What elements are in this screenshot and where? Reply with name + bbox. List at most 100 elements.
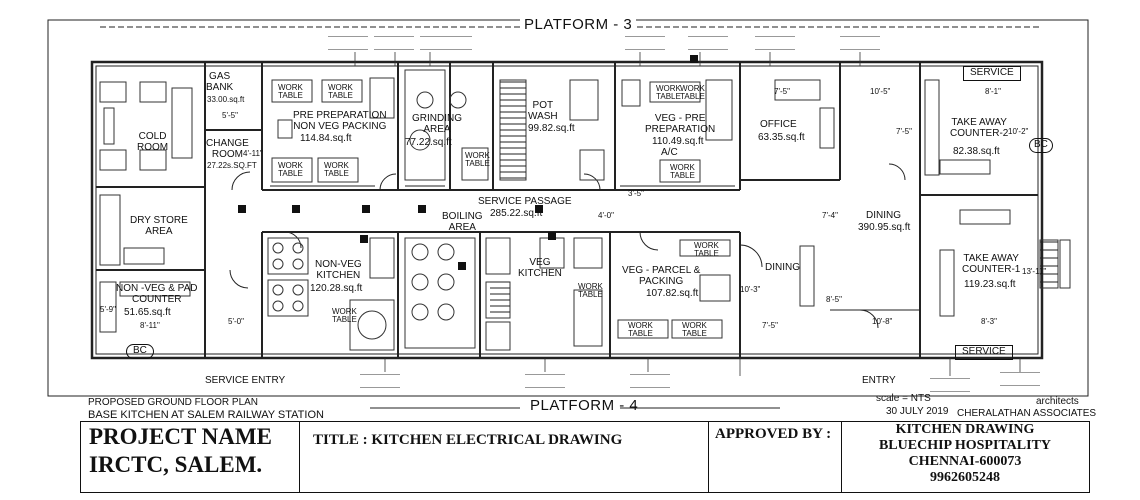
veg-pre-preparation-area: 110.49.sq.ft [652,136,704,147]
change-room-name: CHANGE ROOM [206,138,249,160]
office-name: OFFICE [760,119,797,130]
title-block: PROJECT NAME IRCTC, SALEM. TITLE : KITCH… [80,421,1090,493]
service-passage-area: 285.22.sq.ft [490,208,543,219]
note-block [360,374,400,388]
client-line-4: 9962605248 [930,470,1000,485]
work-table-label: WORK TABLE [278,83,303,101]
client-line-2: BLUECHIP HOSPITALITY [878,438,1052,453]
grinding-area-name: GRINDING AREA [412,113,462,135]
takeaway-counter-2-area: 82.38.sq.ft [953,146,1000,157]
takeaway-counter-2-name: TAKE AWAY COUNTER-2 [950,117,1009,139]
dimension-label: 7'-5" [762,321,778,330]
client-line-3: CHENNAI-600073 [908,454,1022,469]
dimension-label: 13'-11" [1022,267,1047,276]
gas-bank-name: GAS BANK [206,71,234,93]
note-block [755,36,795,50]
dining-main-name: DINING [866,210,901,221]
nonveg-kitchen-name: NON-VEG KITCHEN [315,259,362,281]
note-block [930,378,970,392]
firm-name: CHERALATHAN ASSOCIATES [957,408,1097,419]
veg-pre-preparation-name: VEG - PRE PREPARATION [645,113,716,135]
client-block: KITCHEN DRAWING BLUECHIP HOSPITALITY CHE… [841,422,1089,486]
dimension-label: 8'-11" [140,321,160,330]
work-table-label: WORK TABLE [694,241,719,259]
service-passage-name: SERVICE PASSAGE [478,196,572,207]
dimension-label: 3'-5" [628,189,644,198]
note-block [630,374,670,388]
dimension-label: 8'-1" [985,87,1001,96]
veg-kitchen-name: VEG KITCHEN [518,257,562,279]
dimension-label: 4'-0" [598,211,614,220]
title-block-divider [299,422,300,492]
pot-wash-area: 99.82.sq.ft [528,123,575,134]
dimension-label: 7'-5" [774,87,790,96]
note-block [688,36,728,50]
dimension-label: 5'-5" [222,111,238,120]
work-table-label: WORK TABLE [328,83,353,101]
platform-4-label: PLATFORM - 4 [530,397,639,414]
work-table-label: WORK TABLE [465,151,490,169]
work-table-label: WORK TABLE [332,307,357,325]
service-top-right: SERVICE [963,66,1021,81]
note-block [840,36,880,50]
dry-store-name: DRY STORE AREA [130,215,188,237]
takeaway-counter-1-area: 119.23.sq.ft [964,279,1016,290]
note-block [1000,372,1040,386]
project-name-label: PROJECT NAME [89,424,272,449]
work-table-label: WORK TABLE [656,84,681,102]
note-block [420,36,472,50]
architects-note: architects [1036,396,1079,407]
platform-3-label: PLATFORM - 3 [520,17,637,33]
client-line-1: KITCHEN DRAWING [895,422,1035,437]
dining-main-area: 390.95.sq.ft [858,222,911,233]
work-table-label: WORK TABLE [324,161,349,179]
boiling-area-name: BOILING AREA [442,211,483,233]
bc-left: BC [126,344,154,359]
work-table-label: WORK TABLE [682,321,707,339]
note-block [525,374,565,388]
dimension-label: 5'-9" [100,305,116,314]
veg-parcel-packing-name: VEG - PARCEL & PACKING [622,265,701,287]
dimension-label: 8'-3" [981,317,997,326]
veg-parcel-packing-area: 107.82.sq.ft [646,288,699,299]
project-name-value: IRCTC, SALEM. [89,452,263,477]
work-table-label: WORK TABLE [278,161,303,179]
note-block [328,36,368,50]
dimension-label: 4'-11" [243,149,263,158]
plan-name: BASE KITCHEN AT SALEM RAILWAY STATION [88,409,324,421]
work-table-label: WORK TABLE [680,84,705,102]
date-note: 30 JULY 2019 [886,406,949,417]
title-block-divider [708,422,709,492]
bc-right: BC [1029,138,1053,153]
dimension-label: 8'-5" [826,295,842,304]
work-table-label: WORK TABLE [670,163,695,181]
entry-right: ENTRY [862,375,896,386]
gas-bank-area: 33.00.sq.ft [207,95,245,104]
cold-room-name: COLD ROOM [137,131,169,153]
nonveg-pad-counter-name: NON -VEG & PAD COUNTER [116,283,198,305]
dimension-label: 10'-5" [870,87,891,96]
dimension-label: 10'-2" [1008,127,1029,136]
nonveg-pad-counter-area: 51.65.sq.ft [124,307,171,318]
scale-note: scale = NTS [876,393,931,404]
plan-type: PROPOSED GROUND FLOOR PLAN [88,397,259,408]
service-entry-left: SERVICE ENTRY [205,375,286,386]
office-area: 63.35.sq.ft [758,132,805,143]
pot-wash-name: POT WASH [528,100,558,122]
takeaway-counter-1-name: TAKE AWAY COUNTER-1 [962,253,1021,275]
dimension-label: 10'-8" [872,317,893,326]
pre-preparation-area: 114.84.sq.ft [300,133,352,144]
service-bottom-right: SERVICE [955,345,1013,360]
pre-preparation-name: PRE PREPARATION NON VEG PACKING [293,110,387,132]
veg-pre-preparation-ac: A/C [661,147,678,158]
note-block [625,36,665,50]
dining-small-name: DINING [765,262,800,273]
work-table-label: WORK TABLE [578,282,603,300]
dimension-label: 5'-0" [228,317,244,326]
dimension-label: 7'-4" [822,211,838,220]
grinding-area-area: 77.22.sq.ft [405,137,452,148]
drawing-title: TITLE : KITCHEN ELECTRICAL DRAWING [313,432,623,448]
dimension-label: 7'-5" [896,127,912,136]
dimension-label: 10'-3" [740,285,761,294]
